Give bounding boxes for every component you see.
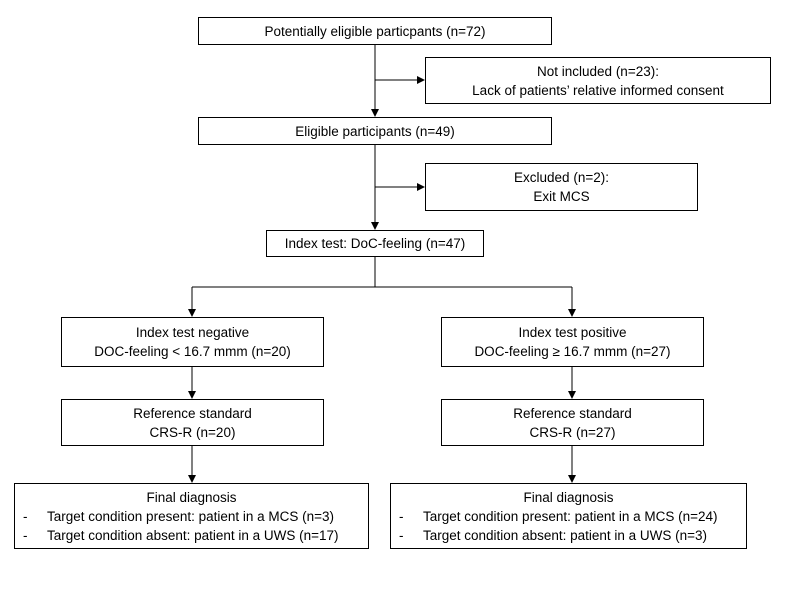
bullet-dash: - bbox=[399, 508, 404, 524]
index-test-positive-box: Index test positive DOC-feeling ≥ 16.7 m… bbox=[441, 317, 704, 367]
final-right-title: Final diagnosis bbox=[523, 489, 614, 505]
bullet-dash: - bbox=[23, 527, 28, 543]
reference-right-count: CRS-R (n=27) bbox=[529, 424, 616, 440]
final-left-item-text: Target condition absent: patient in a UW… bbox=[47, 527, 339, 543]
reference-left-count: CRS-R (n=20) bbox=[149, 424, 236, 440]
final-left-item-text: Target condition present: patient in a M… bbox=[47, 508, 335, 524]
index-test-label: Index test: DoC-feeling (n=47) bbox=[284, 236, 466, 251]
bullet-dash: - bbox=[23, 508, 28, 524]
positive-criterion: DOC-feeling ≥ 16.7 mmm (n=27) bbox=[474, 344, 671, 359]
reference-left-title: Reference standard bbox=[133, 405, 252, 421]
excluded-reason: Exit MCS bbox=[533, 189, 590, 204]
final-diagnosis-right-box: Final diagnosis - Target condition prese… bbox=[390, 483, 747, 549]
not-included-label: Not included (n=23): bbox=[537, 63, 659, 79]
reference-right-title: Reference standard bbox=[513, 405, 632, 421]
potentially-eligible-label: Potentially eligible particpants (n=72) bbox=[264, 23, 486, 39]
final-right-item: - Target condition absent: patient in a … bbox=[391, 526, 746, 545]
final-right-item: - Target condition present: patient in a… bbox=[391, 507, 746, 526]
potentially-eligible-box: Potentially eligible particpants (n=72) bbox=[198, 17, 552, 45]
excluded-box: Excluded (n=2): Exit MCS bbox=[425, 163, 698, 211]
final-left-title: Final diagnosis bbox=[146, 489, 237, 505]
reference-standard-left-box: Reference standard CRS-R (n=20) bbox=[61, 399, 324, 446]
final-left-item: - Target condition absent: patient in a … bbox=[15, 526, 368, 545]
not-included-box: Not included (n=23): Lack of patients’ r… bbox=[425, 57, 771, 104]
reference-standard-right-box: Reference standard CRS-R (n=27) bbox=[441, 399, 704, 446]
final-diagnosis-left-box: Final diagnosis - Target condition prese… bbox=[14, 483, 369, 549]
not-included-reason: Lack of patients’ relative informed cons… bbox=[472, 82, 724, 98]
index-test-negative-box: Index test negative DOC-feeling < 16.7 m… bbox=[61, 317, 324, 367]
eligible-label: Eligible participants (n=49) bbox=[295, 123, 455, 139]
final-left-item: - Target condition present: patient in a… bbox=[15, 507, 368, 526]
index-test-box: Index test: DoC-feeling (n=47) bbox=[266, 230, 484, 257]
final-right-item-text: Target condition absent: patient in a UW… bbox=[423, 527, 708, 543]
final-right-item-text: Target condition present: patient in a M… bbox=[423, 508, 718, 524]
negative-title: Index test negative bbox=[135, 325, 250, 340]
positive-title: Index test positive bbox=[518, 325, 627, 340]
eligible-box: Eligible participants (n=49) bbox=[198, 117, 552, 145]
excluded-label: Excluded (n=2): bbox=[514, 170, 609, 185]
bullet-dash: - bbox=[399, 527, 404, 543]
negative-criterion: DOC-feeling < 16.7 mmm (n=20) bbox=[94, 344, 291, 359]
